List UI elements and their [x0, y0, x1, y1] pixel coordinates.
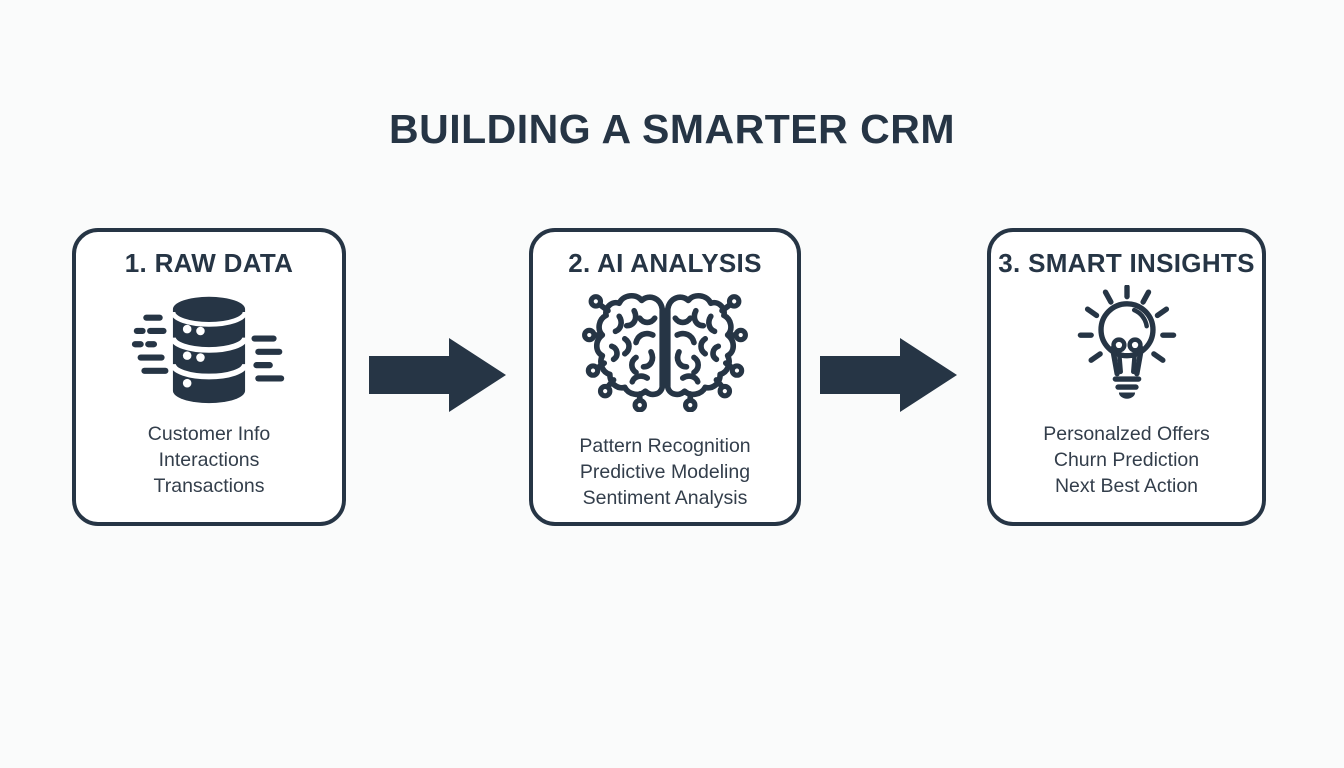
page-title: BUILDING A SMARTER CRM [389, 106, 955, 152]
step-item: Predictive Modeling [579, 461, 751, 483]
step-item-list: Customer Info Interactions Transactions [148, 421, 270, 499]
step-heading: 2. AI ANALYSIS [568, 248, 762, 278]
step-box-smart-insights: 3. SMART INSIGHTS [987, 228, 1266, 526]
step-item: Personalzed Offers [1043, 423, 1210, 445]
arrow-right-icon [820, 338, 957, 412]
lightbulb-icon [1064, 285, 1190, 405]
step-box-ai-analysis: 2. AI ANALYSIS [529, 228, 801, 526]
step-item: Churn Prediction [1053, 449, 1200, 471]
step-item: Next Best Action [1054, 475, 1199, 497]
step-item: Sentiment Analysis [582, 487, 748, 509]
step-box-raw-data: 1. RAW DATA [72, 228, 346, 526]
step-item-list: Personalzed Offers Churn Prediction Next… [1043, 421, 1210, 499]
ai-brain-icon [579, 287, 751, 413]
step-item: Pattern Recognition [579, 435, 751, 457]
step-item: Transactions [153, 475, 265, 497]
database-icon [129, 293, 289, 405]
step-item-list: Pattern Recognition Predictive Modeling … [579, 433, 750, 511]
arrow-right-icon [369, 338, 506, 412]
step-heading: 3. SMART INSIGHTS [998, 248, 1255, 278]
step-item: Customer Info [147, 423, 271, 445]
step-item: Interactions [158, 449, 260, 471]
step-heading: 1. RAW DATA [124, 248, 294, 278]
